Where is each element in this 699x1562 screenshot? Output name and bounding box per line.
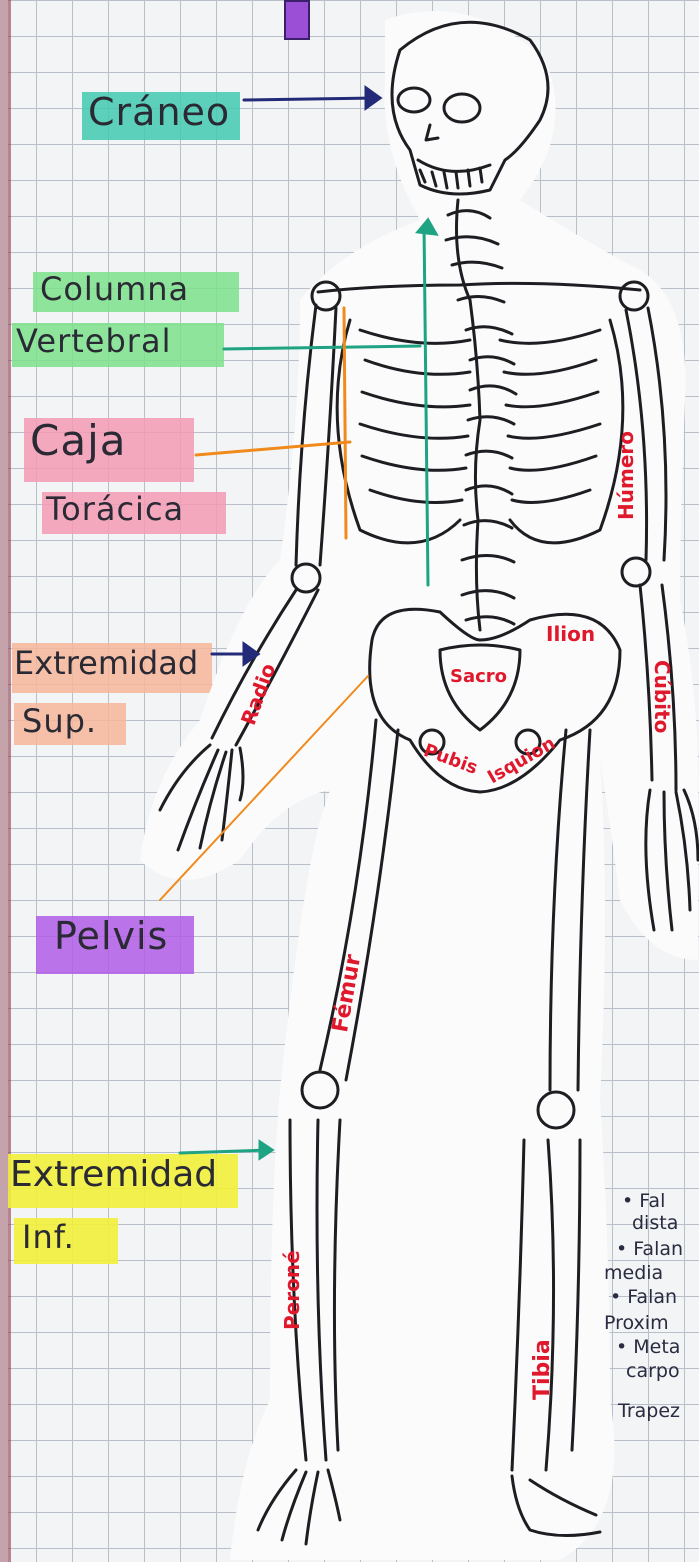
- bone-sacro: Sacro: [450, 666, 507, 687]
- bone-ilion: Ilion: [546, 622, 595, 646]
- label-extremidad-inf: Extremidad: [10, 1154, 217, 1195]
- side-note-7: • Meta: [616, 1336, 680, 1358]
- label-toracica: Torácica: [46, 490, 184, 528]
- label-craneo: Cráneo: [88, 90, 230, 134]
- side-note-2: dista: [632, 1212, 678, 1234]
- bone-humero: Húmero: [614, 431, 638, 520]
- side-note-8: carpo: [626, 1360, 680, 1382]
- label-columna: Columna: [40, 270, 189, 308]
- label-extremidad-sup: Extremidad: [14, 644, 198, 682]
- label-caja: Caja: [30, 416, 126, 465]
- label-sup: Sup.: [22, 702, 97, 740]
- bone-tibia: Tibia: [530, 1339, 555, 1400]
- side-note-3: • Falan: [616, 1238, 683, 1260]
- side-note-5: • Falan: [610, 1286, 677, 1308]
- bone-perone: Peroné: [280, 1250, 304, 1330]
- bone-cubito: Cúbito: [650, 660, 674, 733]
- side-note-4: media: [604, 1262, 663, 1284]
- side-note-6: Proxim: [604, 1312, 669, 1334]
- label-inf: Inf.: [22, 1218, 75, 1256]
- label-pelvis: Pelvis: [54, 914, 168, 958]
- side-note-1: • Fal: [622, 1190, 665, 1212]
- label-vertebral: Vertebral: [16, 322, 171, 360]
- side-note-9: Trapez: [618, 1400, 680, 1422]
